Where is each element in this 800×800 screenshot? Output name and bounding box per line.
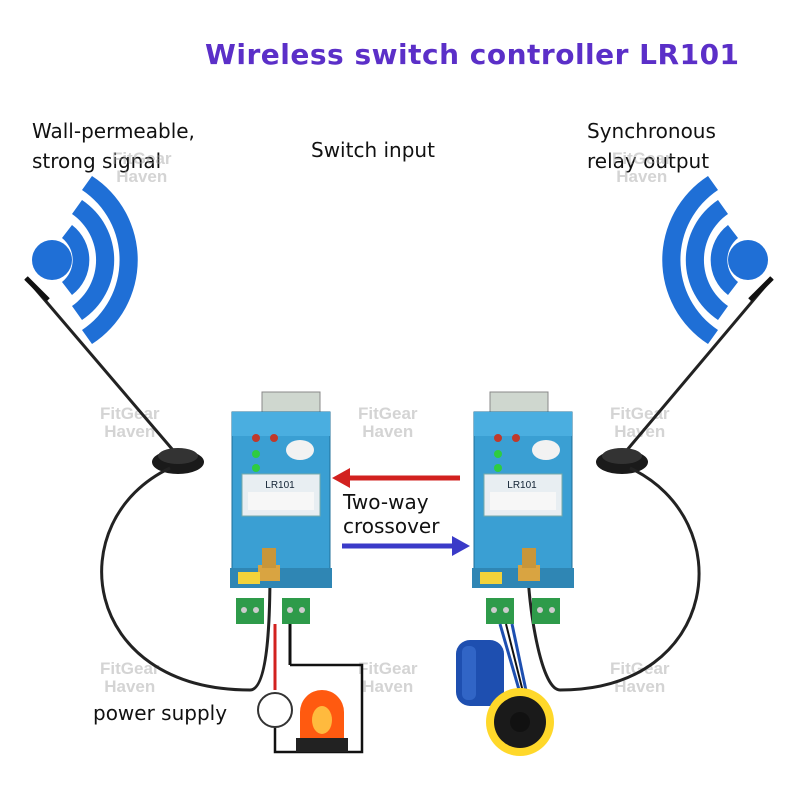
two-way-line-1: Two-way [343, 490, 429, 514]
synchronous-relay-label: Synchronous relay output [587, 116, 716, 176]
wifi-signal-icon-left [32, 176, 138, 344]
model-label-right: LR101 [507, 480, 537, 491]
wall-line-1: Wall-permeable, [32, 119, 195, 143]
wiring-right [498, 623, 530, 701]
arrow-left-red [332, 468, 460, 488]
two-way-crossover-label: Two-way crossover [343, 490, 439, 538]
arrow-right-blue [342, 536, 470, 556]
power-supply-symbol [257, 692, 293, 728]
wifi-signal-icon-right [662, 176, 768, 344]
page-title: Wireless switch controller LR101 [205, 38, 740, 71]
float-switch-icon [456, 640, 554, 756]
wall-permeable-label: Wall-permeable, strong signal [32, 116, 195, 176]
model-label-left: LR101 [265, 480, 295, 491]
antenna-right [526, 276, 774, 692]
power-supply-label: power supply [93, 701, 228, 725]
sync-line-1: Synchronous [587, 119, 716, 143]
sync-line-2: relay output [587, 149, 710, 173]
wiring-left [257, 624, 364, 754]
switch-input-label: Switch input [311, 138, 435, 162]
device-right: LR101 [472, 391, 574, 624]
wall-line-2: strong signal [32, 149, 162, 173]
device-left: LR101 [230, 391, 332, 624]
two-way-line-2: crossover [343, 514, 440, 538]
warning-lamp-icon [296, 690, 348, 752]
antenna-left [24, 276, 272, 692]
